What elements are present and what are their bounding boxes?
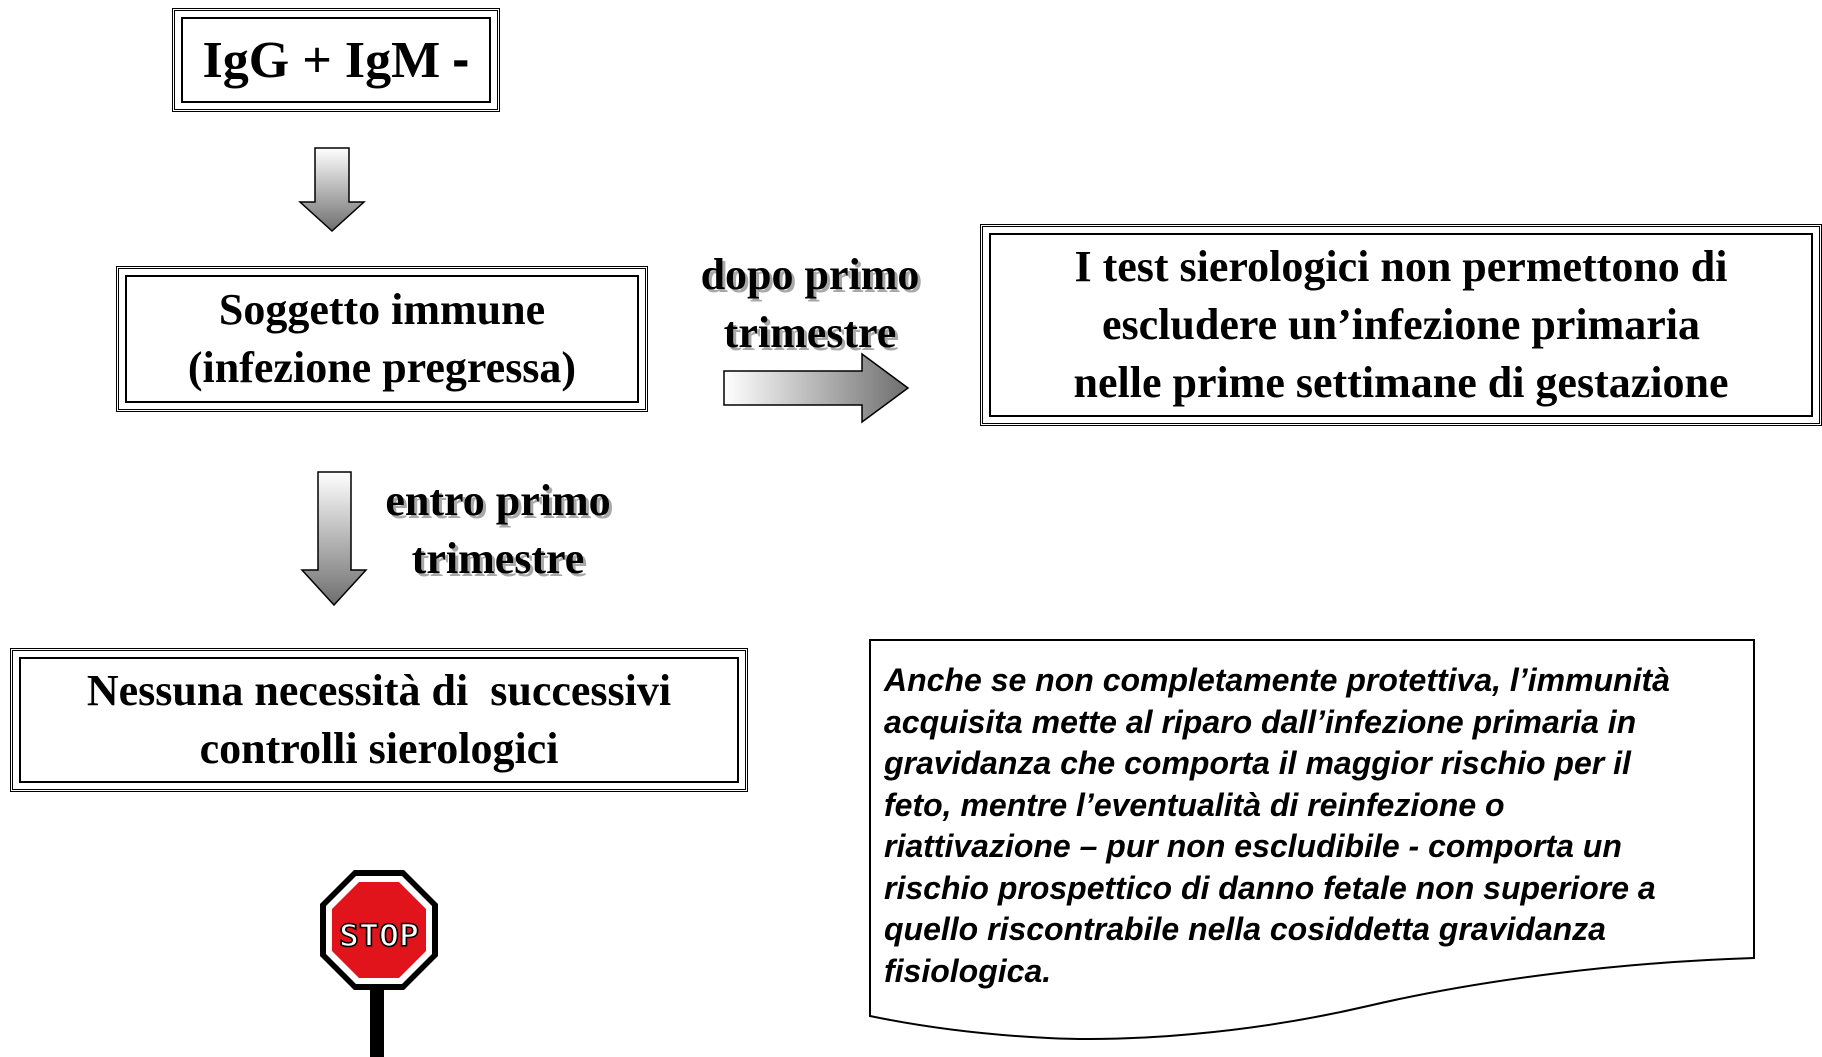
stop-sign-text: STOP bbox=[339, 919, 419, 954]
immune-line-2: (infezione pregressa) bbox=[187, 343, 577, 392]
dopo-line-1: dopo primo bbox=[700, 250, 920, 299]
after-first-trimester-label: dopo primo trimestre bbox=[670, 246, 950, 362]
stop-sign-icon: STOP bbox=[320, 870, 438, 1057]
dopo-line-2: trimestre bbox=[723, 308, 897, 357]
test-line-1: I test sierologici non permettono di bbox=[1074, 242, 1728, 291]
down-arrow-icon bbox=[300, 471, 368, 607]
igg-igm-text: IgG + IgM bbox=[202, 32, 441, 89]
immune-line-1: Soggetto immune bbox=[218, 285, 546, 334]
note-line: rischio prospettico di danno fetale non … bbox=[884, 869, 1656, 906]
note-line: quello riscontrabile nella cosiddetta gr… bbox=[884, 911, 1606, 947]
note-line: acquisita mette al riparo dall’infezione… bbox=[884, 703, 1637, 740]
note-shape bbox=[869, 639, 1755, 1040]
within-first-trimester-label: entro primo trimestre bbox=[358, 472, 638, 588]
note-text: Anche se non completamente protettiva, l… bbox=[884, 660, 1754, 992]
note-line: riattivazione – pur non escludibile - co… bbox=[884, 828, 1622, 864]
note-line: fisiologica. bbox=[884, 952, 1052, 989]
igg-igm-minus: - bbox=[452, 31, 470, 89]
immune-subject-box: Soggetto immune (infezione pregressa) bbox=[116, 266, 648, 412]
nessuna-line-2: controlli sierologici bbox=[199, 724, 559, 773]
right-arrow-icon bbox=[723, 352, 910, 424]
note-line: feto, mentre l’eventualità di reinfezion… bbox=[884, 786, 1505, 823]
serologic-test-box: I test sierologici non permettono di esc… bbox=[980, 224, 1822, 426]
stop-sign-face bbox=[332, 882, 426, 978]
nessuna-line-1: Nessuna necessità di successivi bbox=[86, 666, 672, 715]
note-line: gravidanza che comporta il maggior risch… bbox=[884, 745, 1631, 781]
down-arrow-icon bbox=[298, 147, 366, 233]
no-further-tests-box: Nessuna necessità di successivi controll… bbox=[10, 648, 748, 792]
test-line-2: escludere un’infezione primaria bbox=[1101, 300, 1700, 349]
entro-line-1: entro primo bbox=[385, 476, 611, 525]
note-line: Anche se non completamente protettiva, l… bbox=[884, 662, 1670, 698]
test-line-3: nelle prime settimane di gestazione bbox=[1073, 358, 1729, 407]
entro-line-2: trimestre bbox=[411, 534, 585, 583]
igg-igm-box: IgG + IgM- bbox=[172, 8, 500, 112]
